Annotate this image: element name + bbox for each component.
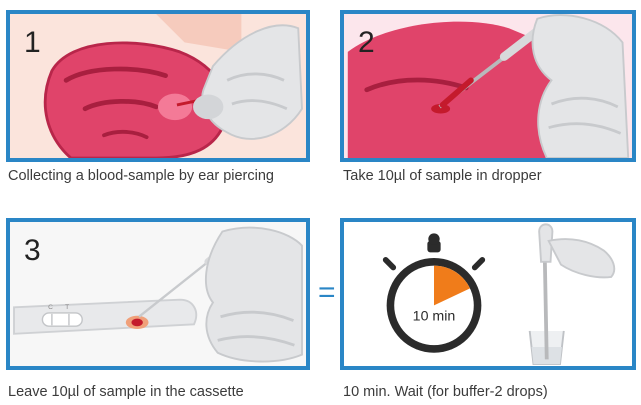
dropper-illustration: [344, 14, 632, 158]
ear-piercing-illustration: [10, 14, 306, 158]
step-1-caption: Collecting a blood-sample by ear piercin…: [8, 166, 306, 187]
timer-label: 10 min: [413, 309, 456, 325]
equals-sign: =: [318, 276, 336, 310]
step-2-number: 2: [358, 26, 375, 60]
step-2-caption: Take 10µl of sample in dropper: [343, 166, 635, 187]
cassette-control-label: C: [48, 304, 53, 311]
step-3-number: 3: [24, 234, 41, 268]
step-4-panel: 10 min: [340, 218, 636, 370]
step-1-panel: 1: [6, 10, 310, 162]
wait-illustration: 10 min: [344, 222, 632, 366]
step-1-number: 1: [24, 26, 41, 60]
step-4-caption: 10 min. Wait (for buffer-2 drops): [343, 382, 635, 403]
step-2-panel: 2: [340, 10, 636, 162]
step-3-caption: Leave 10µl of sample in the cassette: [8, 382, 308, 403]
step-3-panel: C T 3: [6, 218, 310, 370]
cassette-illustration: C T: [10, 222, 306, 366]
cassette-test-label: T: [65, 304, 69, 311]
